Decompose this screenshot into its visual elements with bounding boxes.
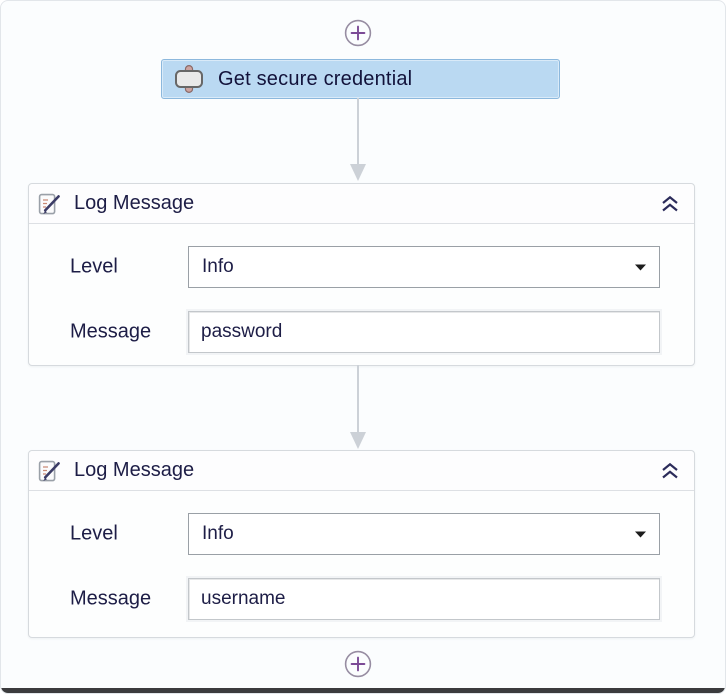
edit-note-icon	[36, 457, 64, 485]
level-label: Level	[70, 522, 118, 545]
card-title: Log Message	[74, 192, 195, 214]
message-field-row: Message	[29, 578, 694, 620]
card-title: Log Message	[74, 459, 195, 481]
card-header[interactable]: Log Message	[29, 451, 694, 491]
connector-line	[357, 98, 359, 164]
message-field-row: Message	[29, 311, 694, 353]
chevron-double-up-icon[interactable]	[658, 460, 682, 482]
caret-down-icon	[635, 531, 646, 538]
arrowhead-down-icon	[350, 164, 366, 181]
level-select[interactable]: Info	[188, 246, 660, 288]
connector-line	[357, 365, 359, 432]
arrowhead-down-icon	[350, 432, 366, 449]
message-input[interactable]	[188, 578, 660, 620]
activity-label: Get secure credential	[218, 67, 413, 90]
level-label: Level	[70, 255, 118, 278]
card-header[interactable]: Log Message	[29, 184, 694, 224]
plus-icon	[344, 19, 372, 51]
level-select-value: Info	[202, 256, 234, 277]
plus-icon	[344, 650, 372, 682]
sequence-connector-2	[349, 365, 367, 449]
log-message-card-2: Log Message Level Info Message	[28, 450, 695, 638]
message-input[interactable]	[188, 311, 660, 353]
level-select-value: Info	[202, 523, 234, 544]
sequence-connector-1	[349, 98, 367, 181]
caret-down-icon	[635, 264, 646, 271]
level-select[interactable]: Info	[188, 513, 660, 555]
log-message-card-1: Log Message Level Info Message	[28, 183, 695, 366]
level-field-row: Level Info	[29, 513, 694, 555]
add-activity-button-top[interactable]	[344, 19, 372, 47]
chevron-double-up-icon[interactable]	[658, 193, 682, 215]
flow-node-icon	[172, 63, 206, 95]
activity-get-secure-credential[interactable]: Get secure credential	[161, 59, 560, 99]
edit-note-icon	[36, 190, 64, 218]
message-label: Message	[70, 320, 152, 343]
level-field-row: Level Info	[29, 246, 694, 288]
message-label: Message	[70, 587, 152, 610]
add-activity-button-bottom[interactable]	[344, 650, 372, 678]
